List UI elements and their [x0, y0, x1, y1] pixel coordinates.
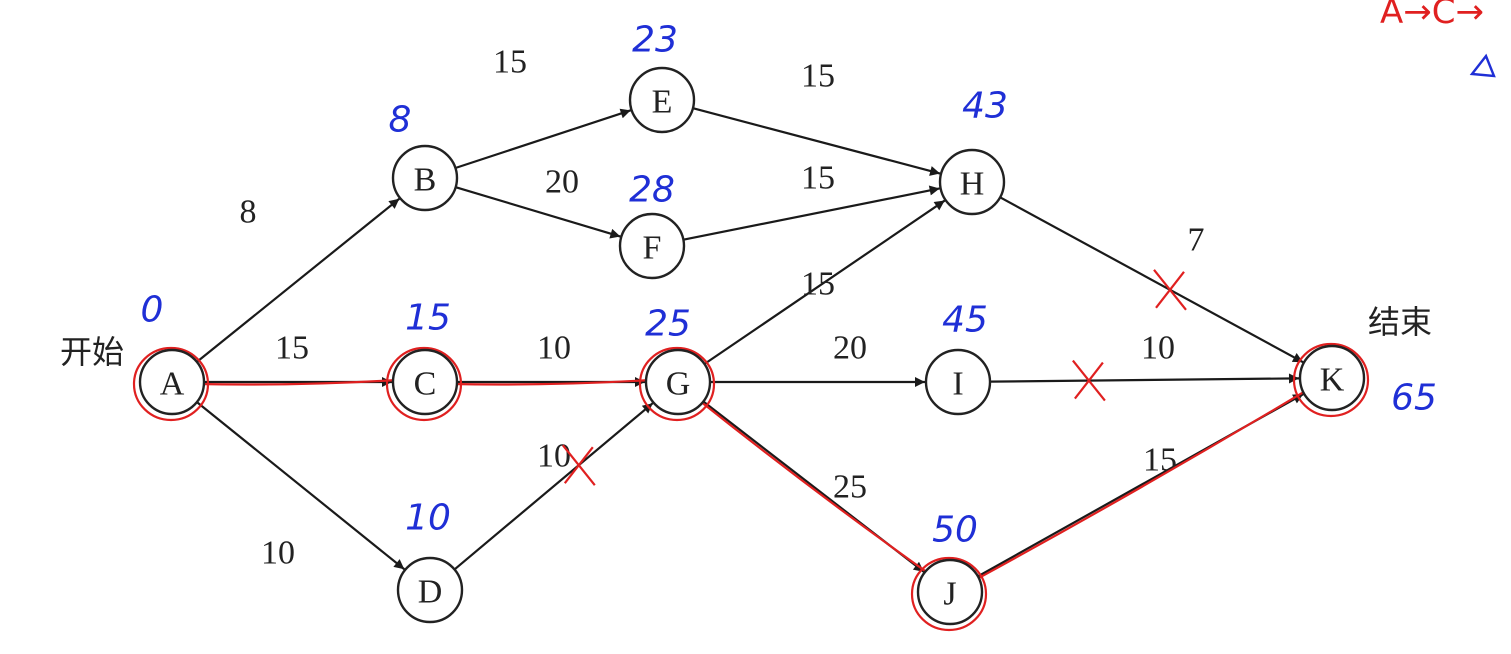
node-label-D: D [418, 574, 443, 611]
edge-weight-E-H: 15 [801, 58, 835, 95]
critical-edge-J-K [972, 388, 1309, 583]
edge-H-K [999, 196, 1304, 364]
edge-B-E [455, 108, 631, 170]
edge-weight-D-G: 10 [537, 438, 571, 475]
node-label-H: H [960, 166, 985, 203]
node-I: I [924, 348, 992, 416]
node-A: A [138, 348, 206, 416]
critical-node-ring-J [910, 556, 988, 632]
earliest-start-H: 43 [962, 86, 1008, 127]
node-label-J: J [943, 576, 956, 613]
edge-D-G [453, 402, 654, 571]
node-H: H [938, 148, 1006, 216]
edge-weight-F-H: 15 [801, 160, 835, 197]
edge-A-D [196, 401, 405, 571]
node-J: J [916, 558, 984, 626]
critical-edge-A-C [197, 378, 398, 386]
node-E: E [628, 66, 696, 134]
earliest-start-C: 15 [405, 298, 451, 339]
edge-weight-A-B: 8 [240, 194, 257, 231]
node-label-G: G [666, 366, 691, 403]
node-K: K [1298, 344, 1366, 412]
earliest-start-G: 25 [645, 304, 691, 345]
critical-edge-G-J [697, 399, 929, 574]
node-label-A: A [160, 366, 185, 403]
cross-mark-I-K [1072, 359, 1106, 402]
delta-icon [1469, 53, 1496, 78]
edge-weight-C-G: 10 [537, 330, 571, 367]
earliest-start-J: 50 [932, 510, 978, 551]
earliest-start-F: 28 [629, 170, 675, 211]
edge-weight-G-H: 15 [801, 266, 835, 303]
earliest-start-K: 65 [1391, 378, 1437, 419]
node-label-E: E [652, 84, 673, 121]
node-F: F [618, 212, 686, 280]
edge-weight-A-C: 15 [275, 330, 309, 367]
edge-E-H [692, 107, 941, 176]
start-label: 开始 [60, 333, 124, 371]
edge-weight-A-D: 10 [261, 535, 295, 572]
node-label-B: B [414, 162, 437, 199]
critical-node-ring-A [132, 346, 210, 422]
edge-I-K [989, 373, 1300, 384]
node-B: B [391, 144, 459, 212]
critical-node-ring-K [1292, 342, 1370, 418]
edges: 8 15 10 15 20 10 10 15 15 15 20 25 7 10 15 [196, 44, 1304, 578]
edge-weight-B-F: 20 [545, 164, 579, 201]
edge-B-F [455, 186, 621, 239]
earliest-start-annotations: 0 8 15 10 23 28 25 43 45 50 65 [141, 20, 1437, 551]
node-D: D [396, 556, 464, 624]
edge-weight-B-E: 15 [493, 44, 527, 81]
node-label-K: K [1320, 362, 1345, 399]
critical-path-annotations [132, 201, 1370, 632]
nodes: A B C D E F G H I J K [138, 66, 1366, 626]
earliest-start-E: 23 [632, 20, 678, 61]
node-label-F: F [643, 230, 662, 267]
node-label-I: I [952, 366, 963, 403]
edge-G-H [703, 199, 946, 365]
edge-A-B [196, 197, 401, 363]
earliest-start-A: 0 [141, 290, 164, 331]
earliest-start-I: 45 [942, 300, 988, 341]
edge-weight-H-K: 7 [1188, 222, 1205, 259]
end-label: 结束 [1368, 303, 1432, 341]
node-label-C: C [414, 366, 437, 403]
cross-mark-H-K [1153, 269, 1187, 311]
critical-node-ring-G [638, 346, 716, 422]
edge-F-H [683, 185, 940, 241]
edge-weight-G-I: 20 [833, 330, 867, 367]
node-G: G [644, 348, 712, 416]
node-C: C [391, 348, 459, 416]
critical-edge-C-G [450, 378, 651, 386]
corner-note: A→C→ [1380, 0, 1484, 32]
earliest-start-B: 8 [389, 100, 412, 141]
edge-weight-I-K: 10 [1141, 330, 1175, 367]
critical-node-ring-C [385, 346, 463, 422]
edge-weight-G-J: 25 [833, 469, 867, 506]
earliest-start-D: 10 [405, 498, 451, 539]
cross-mark-D-G [561, 444, 596, 486]
edge-weight-J-K: 15 [1143, 442, 1177, 479]
